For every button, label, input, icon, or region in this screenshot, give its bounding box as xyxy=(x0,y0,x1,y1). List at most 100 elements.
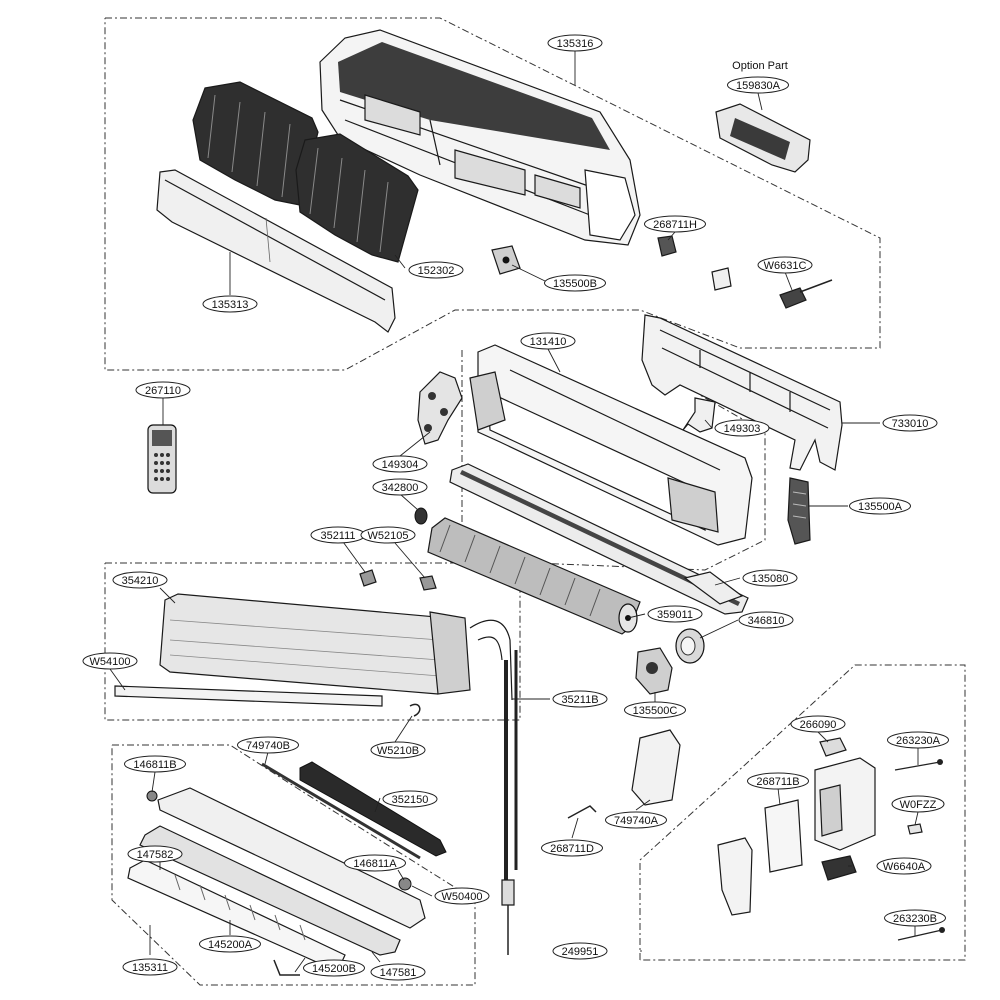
callout-oval xyxy=(547,34,603,52)
clip-w5210b-part xyxy=(409,703,421,717)
callout-label: 268711B xyxy=(756,776,799,788)
callout-267110: 267110 xyxy=(135,381,191,399)
callout-147582: 147582 xyxy=(127,845,183,863)
wire-w6631c-part xyxy=(779,279,833,309)
callout-label: 145200B xyxy=(312,963,356,975)
refrigerant-pipe-part xyxy=(501,650,518,955)
callout-label: W54100 xyxy=(90,656,131,668)
callout-oval xyxy=(605,811,667,829)
callout-749740a: 749740A xyxy=(605,811,667,829)
callout-145200b: 145200B xyxy=(303,959,365,977)
callout-label: 249951 xyxy=(562,946,599,958)
callout-label: 749740B xyxy=(246,740,290,752)
callout-label: 354210 xyxy=(122,575,159,587)
fan-motor-part xyxy=(675,628,705,664)
callout-oval xyxy=(520,332,576,350)
callout-w0fzz: W0FZZ xyxy=(891,795,945,813)
callout-131410: 131410 xyxy=(520,332,576,350)
callout-label: W52105 xyxy=(368,530,409,542)
callout-oval xyxy=(544,274,606,292)
callout-label: 733010 xyxy=(892,418,929,430)
callout-oval xyxy=(714,419,770,437)
sensor-263230a-part xyxy=(894,759,943,771)
chassis-part xyxy=(469,344,753,546)
callout-oval xyxy=(408,261,464,279)
callout-label: 147581 xyxy=(380,967,417,979)
clip-352111-part xyxy=(359,569,377,587)
boundary-top-housing xyxy=(104,17,881,371)
callout-w54100: W54100 xyxy=(82,652,138,670)
callout-oval xyxy=(541,839,603,857)
front-panel-part xyxy=(156,169,396,333)
callout-label: W50400 xyxy=(442,891,483,903)
callout-oval xyxy=(202,295,258,313)
callout-35211b: 35211B xyxy=(552,690,608,708)
callout-249951: 249951 xyxy=(552,942,608,960)
drain-hose-749740b-part xyxy=(261,762,421,860)
boundary-control-box xyxy=(639,664,966,961)
callout-label: 268711D xyxy=(550,843,594,855)
callout-145200a: 145200A xyxy=(199,935,261,953)
leader-lines xyxy=(109,51,919,973)
callout-268711h: 268711H xyxy=(644,215,706,233)
wire-145200b-part xyxy=(273,959,300,976)
callout-733010: 733010 xyxy=(882,414,938,432)
callout-oval xyxy=(624,701,686,719)
callout-342800: 342800 xyxy=(372,478,428,496)
callout-w5210b: W5210B xyxy=(370,741,426,759)
callout-oval xyxy=(135,381,191,399)
motor-mount-135500c-part xyxy=(635,647,673,695)
callout-oval xyxy=(360,526,416,544)
callout-oval xyxy=(876,857,932,875)
callout-oval xyxy=(303,959,365,977)
callout-label: 145200A xyxy=(208,939,253,951)
louver-assembly-part xyxy=(127,787,426,969)
drain-tray-part xyxy=(449,463,749,615)
callout-label: 266090 xyxy=(800,719,837,731)
callout-268711d: 268711D xyxy=(541,839,603,857)
fuse-266090-part xyxy=(819,737,847,757)
callout-label: 346810 xyxy=(748,615,785,627)
evaporator-part xyxy=(159,593,513,701)
callout-oval xyxy=(370,963,426,981)
callout-oval xyxy=(644,215,706,233)
callout-oval xyxy=(434,887,490,905)
callout-oval xyxy=(790,715,846,733)
callout-label: 146811A xyxy=(353,858,397,870)
callout-label: 152302 xyxy=(418,265,455,277)
cover-bracket-part xyxy=(717,837,753,916)
callout-135080: 135080 xyxy=(742,569,798,587)
air-filter-left-part xyxy=(192,81,319,206)
callout-149303: 149303 xyxy=(714,419,770,437)
callout-label: 149304 xyxy=(382,459,419,471)
bearing-342800-part xyxy=(414,507,428,525)
callout-oval xyxy=(891,795,945,813)
callout-oval xyxy=(127,845,183,863)
installation-plate-part xyxy=(641,314,843,471)
clip-135500b-part xyxy=(491,245,521,275)
callout-label: 359011 xyxy=(657,609,693,621)
callout-oval xyxy=(199,935,261,953)
callout-oval xyxy=(112,571,168,589)
terminal-w6640a-part xyxy=(821,855,857,881)
callout-label: 267110 xyxy=(145,385,181,397)
callout-label: W6631C xyxy=(764,260,807,272)
hanger-149303-part xyxy=(682,397,716,433)
callout-w52105: W52105 xyxy=(360,526,416,544)
callout-oval xyxy=(647,605,703,623)
callout-263230a: 263230A xyxy=(887,731,949,749)
pcb-case-part xyxy=(814,757,876,851)
callout-135313: 135313 xyxy=(202,295,258,313)
callout-346810: 346810 xyxy=(738,611,794,629)
callout-oval xyxy=(344,854,406,872)
callout-label: W5210B xyxy=(377,745,419,757)
callout-147581: 147581 xyxy=(370,963,426,981)
bracket-268711h-part xyxy=(657,235,677,257)
callout-label: 263230B xyxy=(893,913,937,925)
boundary-louver xyxy=(111,744,476,986)
callout-label: W6640A xyxy=(883,861,926,873)
callout-oval xyxy=(742,569,798,587)
callout-label: 146811B xyxy=(133,759,176,771)
callout-oval xyxy=(552,690,608,708)
